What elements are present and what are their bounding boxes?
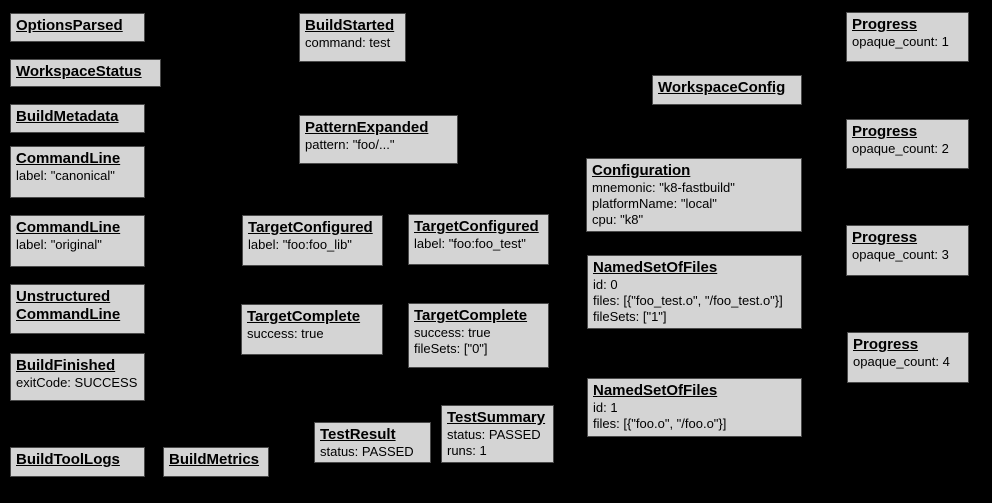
node-attr: platformName: "local"	[592, 196, 717, 211]
node-attr: id: 1	[593, 400, 618, 415]
node-title: Progress	[853, 336, 919, 353]
node-command-line-canonical: CommandLine label: "canonical"	[10, 146, 145, 198]
node-options-parsed: OptionsParsed	[10, 13, 145, 42]
node-named-set-of-files-1: NamedSetOfFiles id: 1 files: [{"foo.o", …	[587, 378, 802, 437]
node-attr: label: "foo:foo_lib"	[248, 237, 352, 252]
node-title: TestResult	[320, 426, 396, 443]
node-attr: id: 0	[593, 277, 618, 292]
node-attr: status: PASSED	[320, 444, 414, 459]
node-title: Progress	[852, 123, 918, 140]
node-build-tool-logs: BuildToolLogs	[10, 447, 145, 477]
node-title: NamedSetOfFiles	[593, 382, 718, 399]
node-title: TestSummary	[447, 409, 546, 426]
node-title: PatternExpanded	[305, 119, 429, 136]
node-attr: runs: 1	[447, 443, 487, 458]
node-title: TargetComplete	[414, 307, 528, 324]
node-target-complete-foo-lib: TargetComplete success: true	[241, 304, 383, 355]
node-attr: label: "original"	[16, 237, 102, 252]
node-attr: fileSets: ["0"]	[414, 341, 488, 356]
node-attr: exitCode: SUCCESS	[16, 375, 138, 390]
node-target-complete-foo-test: TargetComplete success: true fileSets: […	[408, 303, 549, 368]
node-target-configured-foo-lib: TargetConfigured label: "foo:foo_lib"	[242, 215, 383, 266]
node-progress-1: Progress opaque_count: 1	[846, 12, 969, 62]
node-test-result: TestResult status: PASSED	[314, 422, 431, 463]
node-attr: success: true	[414, 325, 491, 340]
node-attr: opaque_count: 3	[852, 247, 949, 262]
node-title: WorkspaceStatus	[16, 63, 142, 80]
node-build-started: BuildStarted command: test	[299, 13, 406, 62]
node-title: Configuration	[592, 162, 691, 179]
node-workspace-status: WorkspaceStatus	[10, 59, 161, 87]
node-title: NamedSetOfFiles	[593, 259, 718, 276]
node-title: Progress	[852, 16, 918, 33]
node-title: BuildStarted	[305, 17, 395, 34]
node-attr: command: test	[305, 35, 391, 50]
node-attr: success: true	[247, 326, 324, 341]
node-test-summary: TestSummary status: PASSED runs: 1	[441, 405, 554, 463]
node-title: Unstructured CommandLine	[16, 288, 121, 323]
node-attr: cpu: "k8"	[592, 212, 644, 227]
node-attr: opaque_count: 4	[853, 354, 950, 369]
node-build-finished: BuildFinished exitCode: SUCCESS	[10, 353, 145, 401]
node-attr: fileSets: ["1"]	[593, 309, 667, 324]
node-target-configured-foo-test: TargetConfigured label: "foo:foo_test"	[408, 214, 549, 265]
node-title: CommandLine	[16, 150, 121, 167]
node-build-metadata: BuildMetadata	[10, 104, 145, 133]
node-pattern-expanded: PatternExpanded pattern: "foo/..."	[299, 115, 458, 164]
node-progress-3: Progress opaque_count: 3	[846, 225, 969, 276]
node-named-set-of-files-0: NamedSetOfFiles id: 0 files: [{"foo_test…	[587, 255, 802, 329]
node-title: WorkspaceConfig	[658, 79, 786, 96]
node-title: OptionsParsed	[16, 17, 123, 34]
node-progress-4: Progress opaque_count: 4	[847, 332, 969, 383]
node-attr: opaque_count: 1	[852, 34, 949, 49]
node-command-line-original: CommandLine label: "original"	[10, 215, 145, 267]
node-title: CommandLine	[16, 219, 121, 236]
node-attr: label: "foo:foo_test"	[414, 236, 526, 251]
node-attr: opaque_count: 2	[852, 141, 949, 156]
node-attr: status: PASSED	[447, 427, 541, 442]
node-title: BuildMetadata	[16, 108, 119, 125]
node-attr: pattern: "foo/..."	[305, 137, 395, 152]
node-title: BuildMetrics	[169, 451, 260, 468]
node-attr: mnemonic: "k8-fastbuild"	[592, 180, 735, 195]
node-configuration: Configuration mnemonic: "k8-fastbuild" p…	[586, 158, 802, 232]
node-title: TargetComplete	[247, 308, 361, 325]
node-title: TargetConfigured	[414, 218, 539, 235]
node-attr: label: "canonical"	[16, 168, 115, 183]
node-title: BuildFinished	[16, 357, 116, 374]
node-attr: files: [{"foo_test.o", "/foo_test.o"}]	[593, 293, 783, 308]
node-build-metrics: BuildMetrics	[163, 447, 269, 477]
node-progress-2: Progress opaque_count: 2	[846, 119, 969, 169]
node-unstructured-command-line: Unstructured CommandLine	[10, 284, 145, 334]
node-attr: files: [{"foo.o", "/foo.o"}]	[593, 416, 727, 431]
node-workspace-config: WorkspaceConfig	[652, 75, 802, 105]
node-title: BuildToolLogs	[16, 451, 120, 468]
node-title: TargetConfigured	[248, 219, 373, 236]
node-title: Progress	[852, 229, 918, 246]
